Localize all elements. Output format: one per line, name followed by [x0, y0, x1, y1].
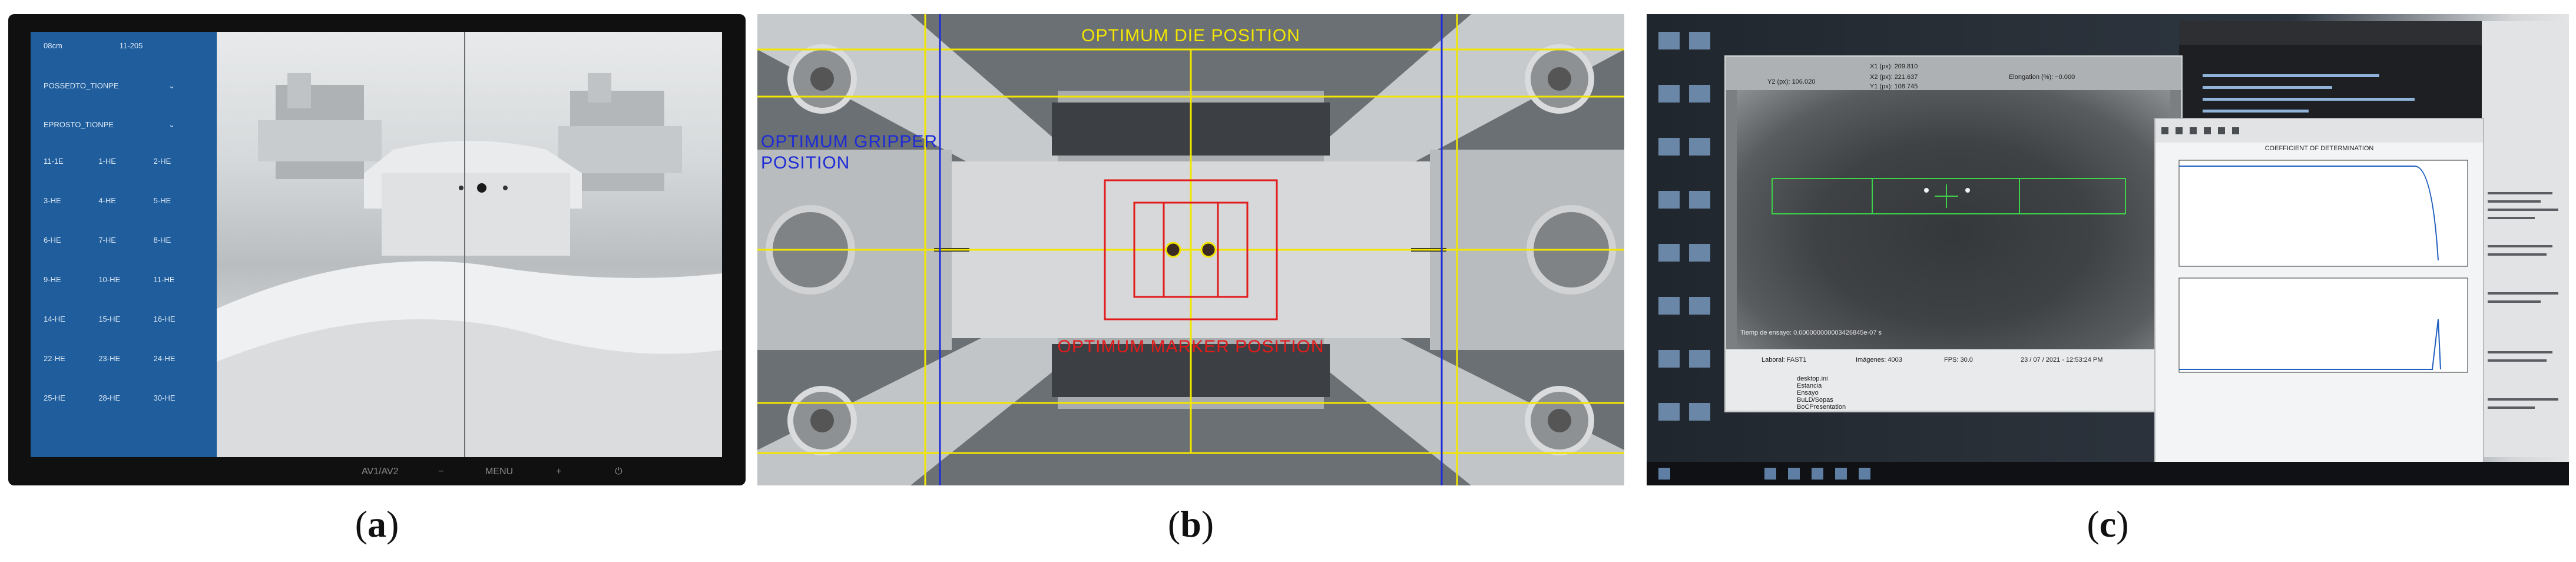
caption-c: (c)	[2087, 503, 2129, 545]
caption-a: (a)	[355, 503, 399, 545]
menu-grid-item[interactable]: 23-HE	[98, 354, 121, 363]
file-item[interactable]: desktop.ini	[1797, 375, 1828, 382]
plot-axes	[2178, 160, 2468, 373]
fixture-photo	[757, 14, 1624, 485]
die-guides	[757, 14, 1624, 485]
tracking-overlay	[1772, 178, 2126, 214]
gripper-guides	[939, 14, 1443, 485]
file-item[interactable]: Estancia	[1797, 382, 1822, 389]
menu-row-2[interactable]: EPROSTO_TIONPE	[44, 120, 114, 129]
menu-grid-item[interactable]: 11-HE	[153, 275, 175, 284]
caption-b-letter: b	[1180, 503, 1201, 545]
menu-grid: 11-1E 1-HE 2-HE 3-HE 4-HE 5-HE 6-HE 7-HE…	[44, 157, 208, 402]
readout-bar	[1726, 57, 2181, 90]
menu-grid-item[interactable]: 30-HE	[153, 394, 176, 402]
fixture-panel: OPTIMUM DIE POSITION OPTIMUM GRIPPER POS…	[757, 14, 1624, 485]
plot-toolbar	[2156, 119, 2483, 143]
readout-x1: X1 (px): 209.810	[1870, 63, 1918, 70]
plot-window[interactable]: COEFFICIENT OF DETERMINATION	[2154, 118, 2484, 478]
menu-grid-item[interactable]: 1-HE	[98, 157, 116, 166]
readout-x2: X2 (px): 221.637	[1870, 74, 1918, 81]
desktop-panel: X1 (px): 209.810 X2 (px): 221.637 Y2 (px…	[1647, 14, 2569, 485]
caption-c-letter: c	[2099, 503, 2117, 545]
settings-menu: 08cm 11-205 POSSEDTO_TIONPE ⌄ EPROSTO_TIO…	[31, 32, 217, 457]
readout-elongation: Elongation (%): ~0.000	[2009, 74, 2075, 81]
menu-header-right: 11-205	[119, 41, 143, 50]
plot-title: COEFFICIENT OF DETERMINATION	[2264, 145, 2374, 152]
menu-grid-item[interactable]: 15-HE	[98, 315, 121, 323]
variables-pane[interactable]	[2482, 21, 2569, 457]
caption-a-letter: a	[367, 503, 386, 545]
variables-text	[2488, 192, 2558, 409]
menu-grid-item[interactable]: 4-HE	[98, 196, 116, 205]
menu-grid-item[interactable]: 5-HE	[153, 196, 171, 205]
status-mode: Laboral: FAST1	[1762, 356, 1807, 363]
monitor-panel: 08cm 11-205 POSSEDTO_TIONPE ⌄ EPROSTO_TIO…	[8, 14, 746, 485]
guide-line	[464, 32, 465, 457]
menu-row-1[interactable]: POSSEDTO_TIONPE	[44, 81, 119, 90]
status-fps: FPS: 30.0	[1944, 356, 1973, 363]
monitor-button-bar: AV1/AV2 − MENU + ⏻	[362, 464, 727, 481]
monitor-screen: 08cm 11-205 POSSEDTO_TIONPE ⌄ EPROSTO_TIO…	[31, 32, 722, 457]
gripper-position-label-line1: OPTIMUM GRIPPER	[761, 132, 938, 151]
file-item[interactable]: BuLD/Sopas	[1797, 396, 1833, 404]
marker-guides	[1104, 179, 1278, 320]
chevron-down-icon[interactable]: ⌄	[168, 120, 175, 129]
menu-grid-item[interactable]: 7-HE	[98, 236, 116, 244]
menu-grid-item[interactable]: 3-HE	[44, 196, 61, 205]
menu-grid-item[interactable]: 25-HE	[44, 394, 65, 402]
file-item[interactable]: BoCPresentation	[1797, 404, 1846, 411]
taskbar-icons	[1658, 468, 1870, 480]
menu-header-left: 08cm	[44, 41, 62, 50]
desktop-icons	[1658, 32, 1710, 421]
gripper-position-label-line2: POSITION	[761, 153, 850, 173]
machine-illustration	[217, 73, 722, 457]
status-area	[1726, 349, 2181, 411]
taskbar	[1647, 462, 2569, 485]
menu-grid-item[interactable]: 8-HE	[153, 236, 171, 244]
die-position-label: OPTIMUM DIE POSITION	[1081, 26, 1300, 45]
marker-dots	[1165, 242, 1217, 258]
menu-grid-item[interactable]: 11-1E	[44, 157, 64, 166]
status-images: Imágenes: 4003	[1856, 356, 1902, 363]
menu-grid-item[interactable]: 9-HE	[44, 275, 61, 284]
test-time: Tiemp de ensayo: 0.000000000003426845e-0…	[1740, 329, 1882, 336]
power-icon[interactable]: ⏻	[615, 467, 623, 477]
specimen-image	[1737, 90, 2170, 349]
menu-button[interactable]: MENU	[485, 467, 514, 477]
caption-b: (b)	[1167, 503, 1214, 545]
menu-header: 08cm 11-205	[44, 41, 208, 50]
readout-y1: Y1 (px): 108.745	[1870, 83, 1918, 90]
menu-grid-item[interactable]: 28-HE	[98, 394, 121, 402]
chevron-down-icon[interactable]: ⌄	[168, 81, 175, 90]
menu-grid-item[interactable]: 2-HE	[153, 157, 171, 166]
menu-grid-item[interactable]: 6-HE	[44, 236, 61, 244]
status-datetime: 23 / 07 / 2021 - 12:53:24 PM	[2021, 356, 2103, 363]
menu-grid-item[interactable]: 16-HE	[153, 315, 176, 323]
menu-grid-item[interactable]: 24-HE	[153, 354, 176, 363]
plus-icon[interactable]: +	[556, 467, 562, 477]
menu-grid-item[interactable]: 14-HE	[44, 315, 65, 323]
camera-feed-photo	[217, 32, 722, 457]
marker-position-label: OPTIMUM MARKER POSITION	[1057, 337, 1325, 356]
menu-grid-item[interactable]: 22-HE	[44, 354, 65, 363]
av-button[interactable]: AV1/AV2	[362, 467, 399, 477]
file-item[interactable]: Ensayo	[1797, 389, 1819, 396]
readout-y2: Y2 (px): 106.020	[1767, 78, 1816, 85]
menu-grid-item[interactable]: 10-HE	[98, 275, 121, 284]
camera-window[interactable]: X1 (px): 209.810 X2 (px): 221.637 Y2 (px…	[1724, 55, 2183, 412]
minus-icon[interactable]: −	[438, 467, 444, 477]
